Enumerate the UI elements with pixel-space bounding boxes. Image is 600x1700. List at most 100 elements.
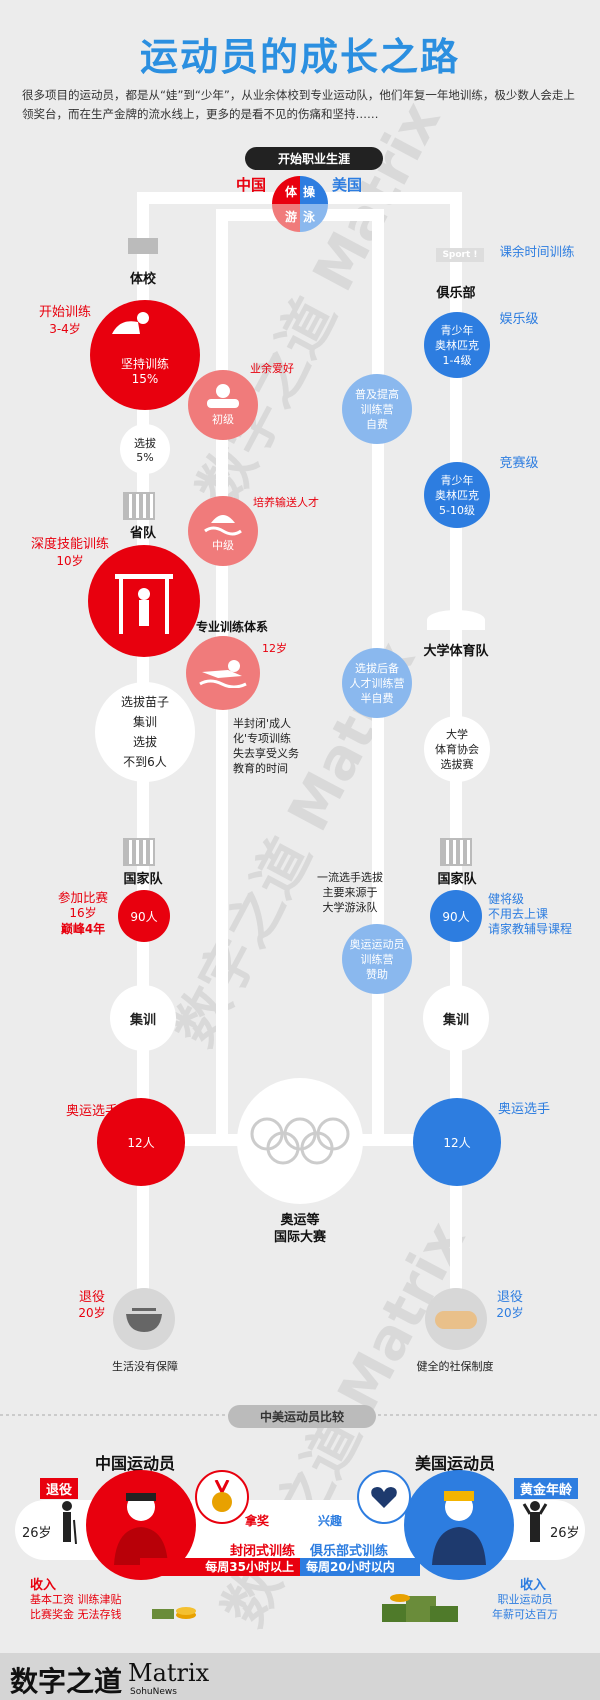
bread-circle bbox=[425, 1288, 487, 1350]
youth1-line: 奥林匹克 bbox=[435, 338, 479, 352]
youth2-line: 青少年 bbox=[440, 473, 474, 487]
healthy-line: 健将级 bbox=[488, 892, 525, 906]
medal-icon bbox=[195, 1470, 249, 1524]
miaozi-line: 选拔苗子 bbox=[120, 695, 169, 709]
semi-line: 半封闭'成人 bbox=[233, 717, 292, 730]
top-select-line: 大学游泳队 bbox=[322, 901, 378, 914]
cn-retire-badge: 退役 bbox=[40, 1478, 79, 1499]
start-age-label: 3-4岁 bbox=[49, 322, 81, 336]
us-athlete-circle bbox=[404, 1470, 514, 1580]
us-retire-label: 退役 bbox=[496, 1290, 523, 1305]
cn-age: 26岁 bbox=[22, 1526, 52, 1541]
univ-building-icon bbox=[427, 610, 485, 630]
assoc-line: 体育协会 bbox=[435, 742, 479, 756]
olympic-camp-line: 奥运运动员 bbox=[349, 937, 405, 951]
cn-athlete-title: 中国运动员 bbox=[95, 1454, 176, 1473]
deep-training-label: 深度技能训练 bbox=[30, 537, 109, 552]
popular-line: 普及提高 bbox=[355, 387, 399, 401]
intro-text: 很多项目的运动员，都是从“娃”到“少年”，从业余体校到专业运动队，他们年复一年地… bbox=[22, 88, 575, 121]
compete-line: 巅峰4年 bbox=[60, 922, 106, 936]
cn-90-circle: 90人 bbox=[118, 890, 170, 942]
us-gold-badge: 黄金年龄 bbox=[514, 1478, 579, 1499]
us-income-line: 年薪可达百万 bbox=[492, 1608, 558, 1621]
persist-pct: 15% bbox=[131, 371, 159, 386]
no-security-label: 生活没有保障 bbox=[112, 1360, 178, 1373]
us-income-label: 收入 bbox=[520, 1578, 547, 1593]
youth1-circle: 青少年 奥林匹克 1-4级 bbox=[424, 312, 490, 378]
youth2-line: 5-10级 bbox=[439, 503, 475, 517]
bar-gymnast-circle bbox=[88, 545, 200, 657]
club-label: 俱乐部 bbox=[436, 286, 476, 301]
cultivate-label: 培养输送人才 bbox=[253, 496, 319, 509]
footer-sub: SohuNews bbox=[130, 1687, 177, 1697]
crawling-baby-icon bbox=[110, 312, 150, 334]
swimmer-cap-icon bbox=[204, 515, 242, 536]
bowl-circle bbox=[113, 1288, 175, 1350]
footer-bar bbox=[0, 1653, 600, 1700]
sports-quadrant: 体 操 游 泳 bbox=[272, 176, 328, 232]
cn-income-text: 基本工资 训练津贴 比赛奖金 无法存钱 bbox=[30, 1592, 122, 1622]
shengdui-building-icon bbox=[123, 492, 155, 520]
top-select-line: 一流选手选拔 bbox=[317, 871, 383, 884]
miaozi-line: 不到6人 bbox=[123, 755, 167, 769]
us-12-circle: 12人 bbox=[413, 1098, 501, 1186]
reserve-line: 选拔后备 bbox=[355, 661, 399, 675]
empty-bowl-icon bbox=[126, 1308, 162, 1332]
junior-label: 初级 bbox=[212, 413, 234, 426]
us-hours-bar: 每周20小时以内 bbox=[300, 1558, 420, 1576]
page-title: 运动员的成长之路 bbox=[139, 35, 460, 79]
semi-line: 失去享受义务 bbox=[233, 747, 299, 760]
age12-label: 12岁 bbox=[262, 642, 287, 655]
hobby-label: 业余爱好 bbox=[250, 362, 294, 375]
heart-icon bbox=[357, 1470, 411, 1524]
popular-line: 自费 bbox=[366, 417, 388, 431]
top-select-line: 主要来源于 bbox=[322, 886, 378, 899]
cn-12-circle: 12人 bbox=[97, 1098, 185, 1186]
start-training-label: 开始训练 bbox=[38, 305, 91, 320]
us-age: 26岁 bbox=[550, 1526, 580, 1541]
us-retire-age: 20岁 bbox=[496, 1306, 524, 1320]
miaozi-line: 选拔 bbox=[132, 735, 157, 749]
cn-hours-bar: 每周35小时以上 bbox=[140, 1558, 300, 1576]
footer-brand: 数字之道 bbox=[10, 1665, 123, 1698]
healthy-line: 请家教辅导课程 bbox=[488, 922, 573, 936]
junior-circle: 初级 bbox=[188, 370, 258, 440]
after-school-label: 课余时间训练 bbox=[499, 244, 575, 259]
swimmer-float-icon bbox=[207, 384, 239, 408]
compete-line: 参加比赛 bbox=[57, 890, 108, 905]
quad-swim-2: 泳 bbox=[300, 204, 328, 232]
cn-income-line: 基本工资 训练津贴 bbox=[30, 1593, 122, 1606]
assoc-line: 选拔赛 bbox=[440, 757, 474, 771]
games-line: 奥运等 bbox=[280, 1213, 320, 1228]
cn-retire-label: 退役 bbox=[78, 1290, 105, 1305]
reserve-line: 半自费 bbox=[360, 691, 394, 705]
semi-line: 教育的时间 bbox=[233, 762, 288, 775]
select-5pct-circle: 选拔 5% bbox=[120, 424, 170, 474]
reserve-line: 人才训练营 bbox=[349, 676, 405, 690]
usa-label: 美国 bbox=[332, 176, 363, 194]
guojiadui-building-icon bbox=[123, 838, 155, 866]
select-pct: 5% bbox=[136, 450, 154, 464]
strong-man-icon bbox=[522, 1500, 548, 1544]
games-label: 奥运等 国际大赛 bbox=[250, 1212, 350, 1246]
mid-label: 中级 bbox=[212, 539, 234, 552]
quad-gym-2: 操 bbox=[300, 176, 328, 204]
china-label: 中国 bbox=[236, 176, 267, 194]
quad-gym-1: 体 bbox=[272, 176, 300, 204]
money-stack-icon bbox=[380, 1584, 460, 1624]
cn-jixun-circle: 集训 bbox=[110, 985, 176, 1051]
olympic-camp-line: 赞助 bbox=[366, 967, 388, 981]
persist-label: 坚持训练 bbox=[120, 356, 169, 371]
youth2-line: 奥林匹克 bbox=[435, 488, 479, 502]
miaozi-line: 集训 bbox=[132, 715, 157, 729]
univ-team-label: 大学体育队 bbox=[423, 644, 489, 659]
mid-circle: 中级 bbox=[188, 496, 258, 566]
coins-icon bbox=[150, 1595, 200, 1623]
select-label: 选拔 bbox=[134, 436, 156, 450]
popular-camp-circle: 普及提高 训练营 自费 bbox=[342, 374, 412, 444]
olympic-rings-icon bbox=[250, 1117, 350, 1165]
entertain-label: 娱乐级 bbox=[499, 312, 539, 327]
cn-athlete-icon bbox=[114, 1493, 168, 1565]
footer-brand-en: Matrix bbox=[128, 1659, 210, 1687]
olympic-camp-circle: 奥运运动员 训练营 赞助 bbox=[342, 924, 412, 994]
